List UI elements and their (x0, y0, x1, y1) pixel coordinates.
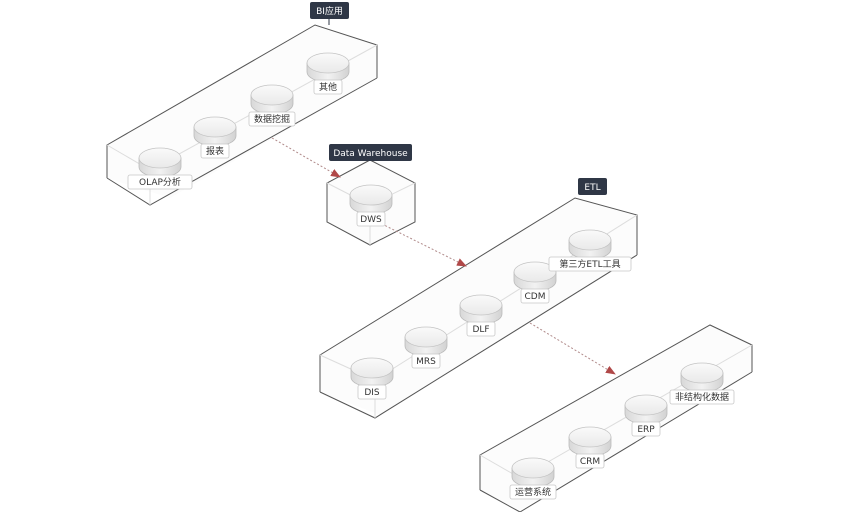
disk-icon (624, 394, 668, 425)
node-label: CDM (525, 292, 546, 302)
node-label: OLAP分析 (139, 176, 181, 188)
edge-bi-to-dw (271, 137, 341, 178)
disk-icon (680, 362, 724, 393)
node-label: CRM (580, 457, 600, 467)
node-label: ERP (637, 425, 655, 435)
node-12: ERP (624, 394, 668, 437)
disk-icon (349, 184, 393, 215)
node-label-box: 第三方ETL工具 (548, 256, 632, 272)
group-title-dw: Data Warehouse (329, 144, 412, 161)
edge-dw-to-etl (377, 221, 467, 267)
node-5: DIS (350, 357, 394, 400)
nodes: OLAP分析 报表 数据挖掘 其他 DWS DIS MRS DLF CDM 第三方ETL工具运营系… (127, 52, 735, 500)
node-0: OLAP分析 (127, 147, 193, 190)
node-label: 数据挖掘 (254, 113, 290, 125)
disk-icon (350, 357, 394, 388)
node-label: DIS (364, 388, 380, 398)
disk-icon (513, 261, 557, 292)
node-label: DLF (472, 325, 489, 335)
node-11: CRM (568, 426, 612, 469)
node-1: 报表 (193, 116, 237, 159)
node-label: DWS (360, 215, 382, 225)
node-10: 运营系统 (509, 457, 557, 500)
node-label: 报表 (206, 145, 224, 157)
node-label-box: CDM (520, 288, 550, 304)
disk-icon (568, 229, 612, 260)
node-4: DWS (349, 184, 393, 227)
node-7: DLF (459, 294, 503, 337)
node-label-box: 报表 (200, 143, 230, 159)
node-label-box: 其他 (313, 79, 343, 95)
node-label-box: CRM (575, 453, 605, 469)
disk-icon (306, 52, 350, 83)
node-label-box: OLAP分析 (127, 174, 193, 190)
node-label: 其他 (319, 81, 337, 93)
node-label-box: MRS (411, 353, 441, 369)
node-label-box: 数据挖掘 (248, 111, 296, 127)
group-title-dw-text: Data Warehouse (333, 149, 408, 159)
group-title-bi: BI应用 (310, 2, 349, 25)
edges (271, 137, 616, 375)
disk-icon (511, 457, 555, 488)
edge-etl-to-src (529, 322, 616, 375)
disk-icon (568, 426, 612, 457)
node-label-box: DLF (466, 321, 496, 337)
node-label-box: 运营系统 (509, 484, 557, 500)
node-label: 运营系统 (515, 486, 551, 498)
node-label-box: DWS (356, 211, 386, 227)
disk-icon (138, 147, 182, 178)
node-label: 第三方ETL工具 (559, 258, 620, 270)
group-title-etl: ETL (578, 178, 607, 195)
group-title-etl-text: ETL (584, 183, 600, 193)
group-title-bi-text: BI应用 (316, 5, 343, 17)
node-3: 其他 (306, 52, 350, 95)
node-9: 第三方ETL工具 (548, 229, 632, 272)
node-label: 非结构化数据 (675, 391, 729, 403)
disk-icon (250, 84, 294, 115)
disk-icon (193, 116, 237, 147)
node-label-box: DIS (357, 384, 387, 400)
node-6: MRS (404, 326, 448, 369)
disk-icon (404, 326, 448, 357)
disk-icon (459, 294, 503, 325)
node-label-box: ERP (631, 421, 661, 437)
node-2: 数据挖掘 (248, 84, 296, 127)
group-frames (106, 24, 753, 512)
node-label-box: 非结构化数据 (669, 389, 735, 405)
node-13: 非结构化数据 (669, 362, 735, 405)
node-label: MRS (416, 357, 436, 367)
node-8: CDM (513, 261, 557, 304)
